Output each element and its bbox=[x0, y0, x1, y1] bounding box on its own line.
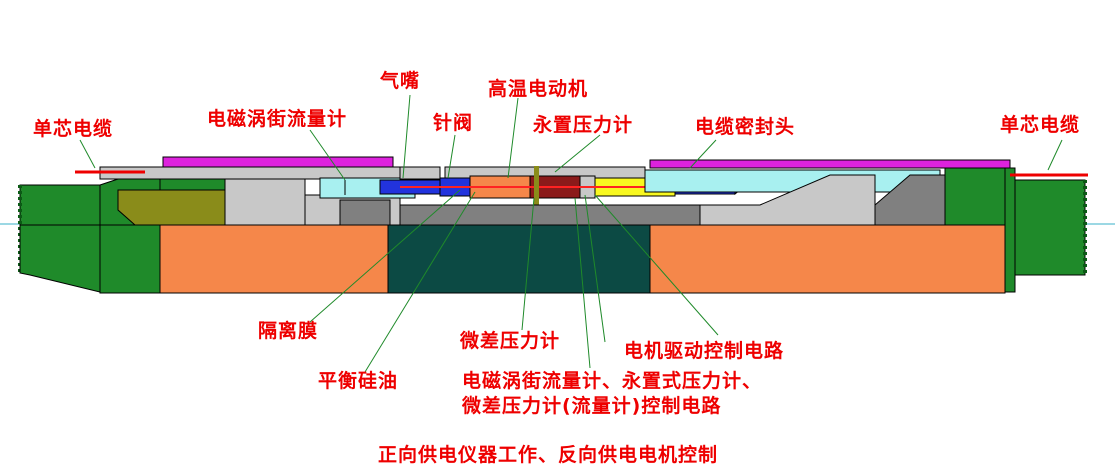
label-control-line1: 电磁涡街流量计、永置式压力计、 bbox=[462, 370, 763, 392]
label-balance-oil: 平衡硅油 bbox=[318, 370, 399, 392]
nozzle-block bbox=[399, 166, 441, 180]
right-housing bbox=[399, 174, 946, 226]
label-em-flowmeter: 电磁涡街流量计 bbox=[207, 108, 348, 130]
label-control-line2: 微差压力计(流量计)控制电路 bbox=[462, 395, 722, 417]
label-air-nozzle: 气嘴 bbox=[380, 70, 421, 92]
leader-lines bbox=[79, 94, 1063, 373]
label-motor-drive: 电机驱动控制电路 bbox=[624, 340, 785, 362]
label-diff-gauge: 微差压力计 bbox=[460, 330, 561, 352]
right-thread-end bbox=[944, 167, 1087, 293]
label-diaphragm: 隔离膜 bbox=[258, 320, 319, 342]
lower-body bbox=[19, 224, 1006, 294]
seal-sleeve bbox=[649, 159, 1011, 169]
diagram-caption: 正向供电仪器工作、反向供电电机控制 bbox=[378, 444, 719, 466]
label-perm-gauge: 永置压力计 bbox=[533, 114, 634, 136]
label-needle-valve: 针阀 bbox=[433, 112, 474, 134]
label-motor: 高温电动机 bbox=[488, 78, 589, 100]
label-cable-seal: 电缆密封头 bbox=[695, 116, 796, 138]
label-cable-left: 单芯电缆 bbox=[33, 118, 114, 140]
label-cable-right: 单芯电缆 bbox=[1000, 114, 1081, 136]
left-housing bbox=[117, 177, 401, 226]
